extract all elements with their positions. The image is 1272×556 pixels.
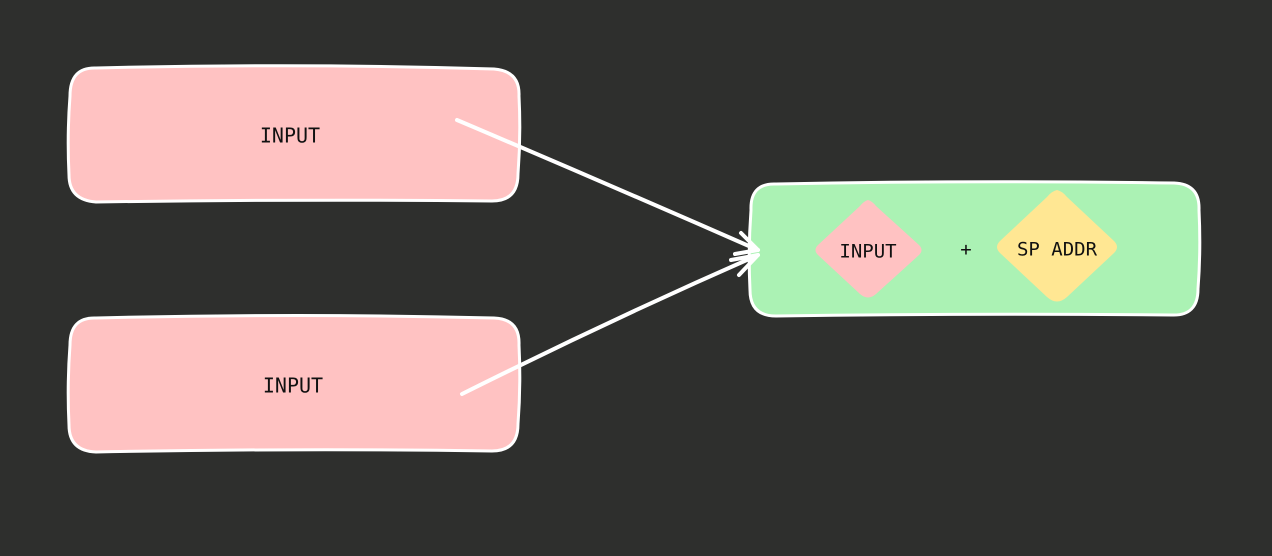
input-box-bottom-shape bbox=[66, 314, 522, 454]
input-box-bottom-label: INPUT bbox=[263, 374, 323, 398]
arrow-top-to-result[interactable] bbox=[455, 118, 760, 256]
arrow-top-head bbox=[733, 231, 760, 256]
arrow-bottom-head bbox=[729, 253, 760, 277]
arrow-top-line bbox=[455, 118, 760, 252]
sp-addr-diamond-node[interactable]: SP ADDR bbox=[997, 190, 1117, 302]
input-box-top[interactable]: INPUT bbox=[66, 64, 522, 204]
sp-addr-diamond-label: SP ADDR bbox=[1017, 239, 1098, 261]
input-diamond-node[interactable]: INPUT bbox=[815, 200, 922, 298]
arrow-bottom-line bbox=[460, 253, 760, 396]
result-box[interactable]: INPUT + SP ADDR bbox=[747, 180, 1202, 318]
input-diamond-shape bbox=[815, 200, 922, 298]
arrow-bottom-to-result[interactable] bbox=[460, 253, 760, 396]
input-box-top-shape bbox=[66, 64, 522, 204]
input-box-top-label: INPUT bbox=[260, 124, 320, 148]
input-box-bottom[interactable]: INPUT bbox=[66, 314, 522, 454]
sp-addr-diamond-shape bbox=[997, 190, 1117, 302]
plus-operator: + bbox=[960, 239, 971, 261]
input-diamond-label: INPUT bbox=[839, 241, 896, 263]
